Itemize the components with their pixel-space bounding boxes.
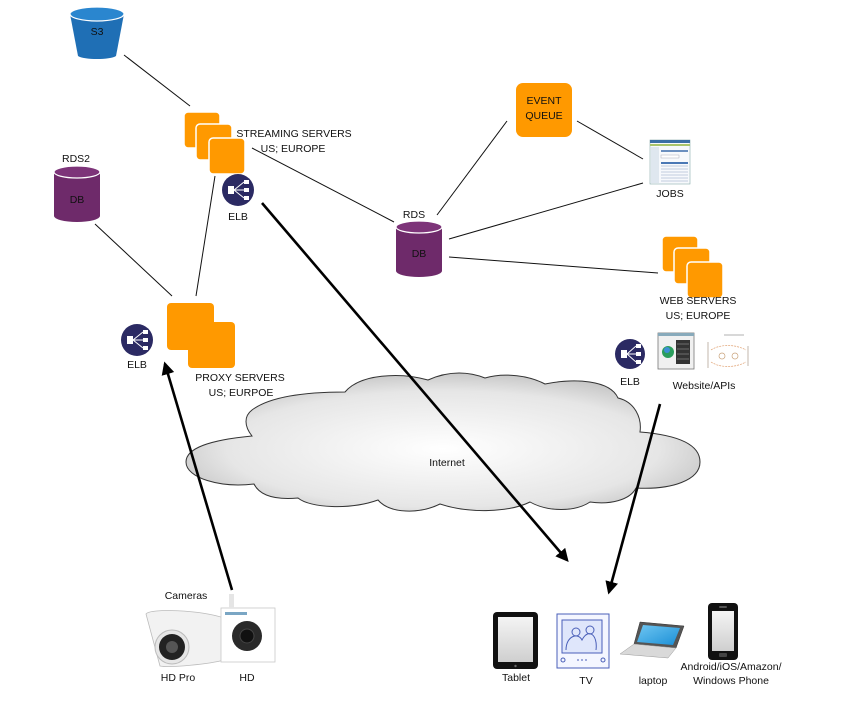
database-icon: [53, 165, 101, 222]
elb-web-label: ELB: [620, 376, 640, 388]
elb-streaming-node: ELB: [222, 174, 254, 223]
s3-label: S3: [91, 26, 104, 38]
server-stack-icon: [661, 235, 724, 299]
camera-icon: [145, 594, 276, 667]
edge-streaming-rds: [251, 147, 395, 223]
edge-rds-web: [448, 256, 659, 274]
database-icon: [395, 220, 443, 277]
event-queue-label-line1: EVENT: [526, 95, 562, 107]
rds-node: RDS DB: [395, 209, 443, 277]
phone-icon: [708, 603, 738, 660]
camera-hd-pro-label: HD Pro: [161, 672, 196, 684]
rds2-db-label: DB: [70, 194, 85, 206]
streaming-servers-node: STREAMING SERVERS US; EUROPE: [183, 111, 352, 175]
s3-bucket-icon: [69, 6, 125, 59]
cameras-title: Cameras: [165, 590, 208, 602]
elb-proxy-label: ELB: [127, 359, 147, 371]
rds2-title: RDS2: [62, 153, 90, 165]
laptop-icon: [619, 621, 685, 659]
streaming-label-line2: US; EUROPE: [261, 143, 326, 155]
api-diagram-thumbnail: [707, 334, 749, 368]
edge-rds-jobs: [448, 182, 644, 240]
server-stack-icon: [167, 303, 235, 368]
cloud-icon: [185, 372, 701, 512]
proxy-servers-node: PROXY SERVERS US; EURPOE: [167, 303, 285, 399]
proxy-label-line1: PROXY SERVERS: [195, 372, 284, 384]
edge-proxy-streaming: [195, 175, 216, 297]
proxy-label-line2: US; EURPOE: [209, 387, 274, 399]
edge-s3-streaming: [123, 54, 191, 107]
website-node: Website/APIs: [657, 332, 749, 392]
connector-lines: [94, 54, 659, 297]
tablet-label: Tablet: [502, 672, 530, 684]
elb-web-node: ELB: [615, 339, 645, 388]
event-queue-node: EVENT QUEUE: [516, 83, 572, 137]
edge-eventqueue-jobs: [576, 120, 644, 160]
queue-icon: [516, 83, 572, 137]
rds-db-label: DB: [412, 248, 427, 260]
server-stack-icon: [183, 111, 246, 175]
web-label-line2: US; EUROPE: [666, 310, 731, 322]
s3-node: S3: [69, 6, 125, 59]
elb-streaming-label: ELB: [228, 211, 248, 223]
phone-label-line1: Android/iOS/Amazon/: [681, 661, 782, 673]
tv-icon: [556, 613, 610, 669]
arrow-website-to-devices: [605, 403, 662, 595]
arrow-cameras-to-elb: [161, 361, 234, 591]
streaming-label-line1: STREAMING SERVERS: [236, 128, 351, 140]
load-balancer-icon: [121, 324, 153, 356]
rds2-node: RDS2 DB: [53, 153, 101, 222]
web-label-line1: WEB SERVERS: [660, 295, 737, 307]
internet-cloud: Internet: [185, 372, 701, 512]
website-label: Website/APIs: [673, 380, 736, 392]
load-balancer-icon: [222, 174, 254, 206]
load-balancer-icon: [615, 339, 645, 369]
website-icon: [657, 332, 749, 370]
cameras-node: Cameras HD Pro HD: [145, 590, 276, 684]
jobs-screenshot-icon: [649, 139, 691, 185]
internet-label: Internet: [429, 457, 465, 469]
phone-label-line2: Windows Phone: [693, 675, 769, 687]
camera-hd-label: HD: [239, 672, 255, 684]
web-servers-node: WEB SERVERS US; EUROPE: [660, 235, 737, 322]
edge-rds2-proxy: [94, 223, 173, 297]
elb-proxy-node: ELB: [121, 324, 153, 371]
arrow-elb-to-tv: [261, 202, 569, 562]
jobs-node: JOBS: [649, 139, 691, 200]
devices-node: Tablet TV laptop Android/iOS/Amazon/ Win…: [493, 603, 782, 687]
jobs-label: JOBS: [656, 188, 683, 200]
laptop-label: laptop: [639, 675, 668, 687]
edge-rds-eventqueue: [436, 120, 508, 216]
tv-label: TV: [579, 675, 592, 687]
event-queue-label-line2: QUEUE: [525, 110, 562, 122]
tablet-icon: [493, 612, 538, 669]
stream-arrows: [161, 202, 662, 595]
rds-title: RDS: [403, 209, 425, 221]
